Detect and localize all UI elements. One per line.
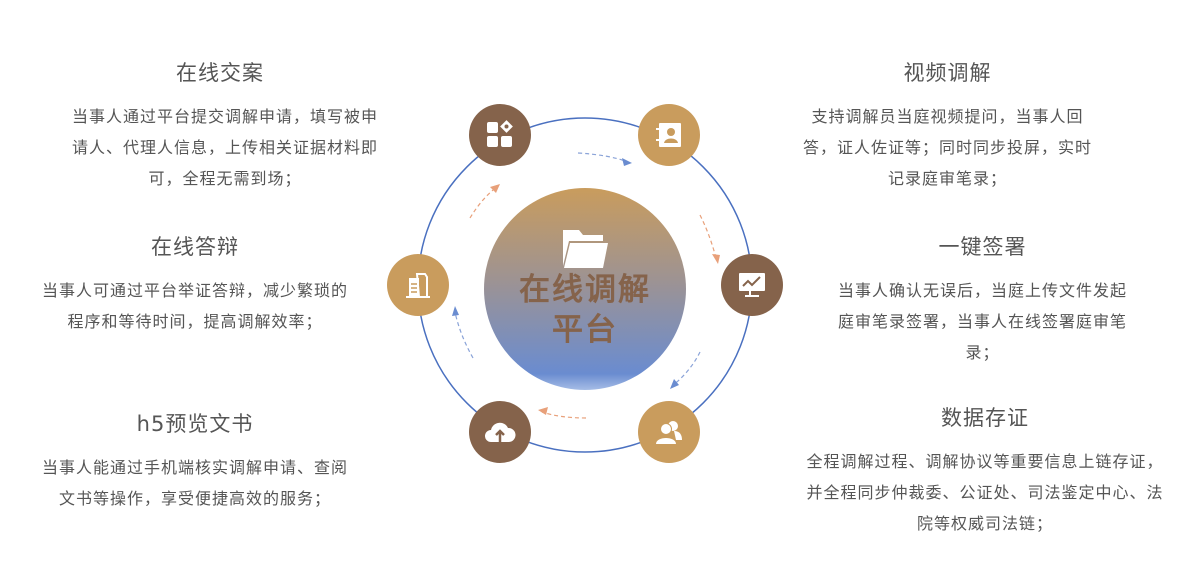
- feature-title: h5预览文书: [136, 412, 254, 436]
- center-title: 在线调解平台: [519, 272, 651, 348]
- feature-online-defense: 在线答辩 当事人可通过平台举证答辩，减少繁琐的程序和等待时间，提高调解效率；: [40, 231, 350, 337]
- node-data-evidence: [638, 401, 700, 463]
- feature-desc: 当事人能通过手机端核实调解申请、查阅文书等操作，享受便捷高效的服务；: [41, 458, 348, 508]
- node-online-defense: [387, 254, 449, 316]
- users-icon: [656, 421, 682, 444]
- node-online-filing: [469, 104, 531, 166]
- feature-title: 在线答辩: [151, 235, 239, 259]
- feature-desc: 全程调解过程、调解协议等重要信息上链存证，并全程同步仲裁委、公证处、司法鉴定中心…: [806, 452, 1164, 533]
- feature-title: 在线交案: [176, 61, 264, 85]
- feature-data-evidence: 数据存证 全程调解过程、调解协议等重要信息上链存证，并全程同步仲裁委、公证处、司…: [805, 402, 1165, 539]
- document-icon: [406, 273, 430, 298]
- feature-desc: 当事人可通过平台举证答辩，减少繁琐的程序和等待时间，提高调解效率；: [41, 281, 348, 331]
- feature-title: 视频调解: [903, 61, 992, 85]
- feature-desc: 当事人通过平台提交调解申请，填写被申请人、代理人信息，上传相关证据材料即可，全程…: [71, 107, 378, 188]
- feature-desc: 支持调解员当庭视频提问，当事人回答，证人佐证等；同时同步投屏，实时记录庭审笔录；: [802, 107, 1092, 188]
- node-video-mediation: [638, 104, 700, 166]
- center-platform: 在线调解平台: [484, 188, 686, 390]
- node-h5-preview: [469, 401, 531, 463]
- apps-icon: [487, 120, 513, 147]
- monitor-chart-icon: [739, 273, 765, 297]
- feature-title: 数据存证: [941, 406, 1029, 430]
- feature-one-click-sign: 一键签署 当事人确认无误后，当庭上传文件发起庭审笔录签署，当事人在线签署庭审笔录…: [830, 231, 1135, 368]
- feature-desc: 当事人确认无误后，当庭上传文件发起庭审笔录签署，当事人在线签署庭审笔录；: [837, 281, 1127, 362]
- feature-h5-preview: h5预览文书 当事人能通过手机端核实调解申请、查阅文书等操作，享受便捷高效的服务…: [40, 408, 350, 514]
- cloud-upload-icon: [485, 422, 516, 442]
- contact-book-icon: [656, 123, 681, 147]
- feature-online-filing: 在线交案 当事人通过平台提交调解申请，填写被申请人、代理人信息，上传相关证据材料…: [60, 57, 380, 194]
- feature-video-mediation: 视频调解 支持调解员当庭视频提问，当事人回答，证人佐证等；同时同步投屏，实时记录…: [795, 57, 1100, 194]
- feature-title: 一键签署: [938, 235, 1027, 259]
- node-one-click-sign: [721, 254, 783, 316]
- folder-icon: [563, 230, 608, 268]
